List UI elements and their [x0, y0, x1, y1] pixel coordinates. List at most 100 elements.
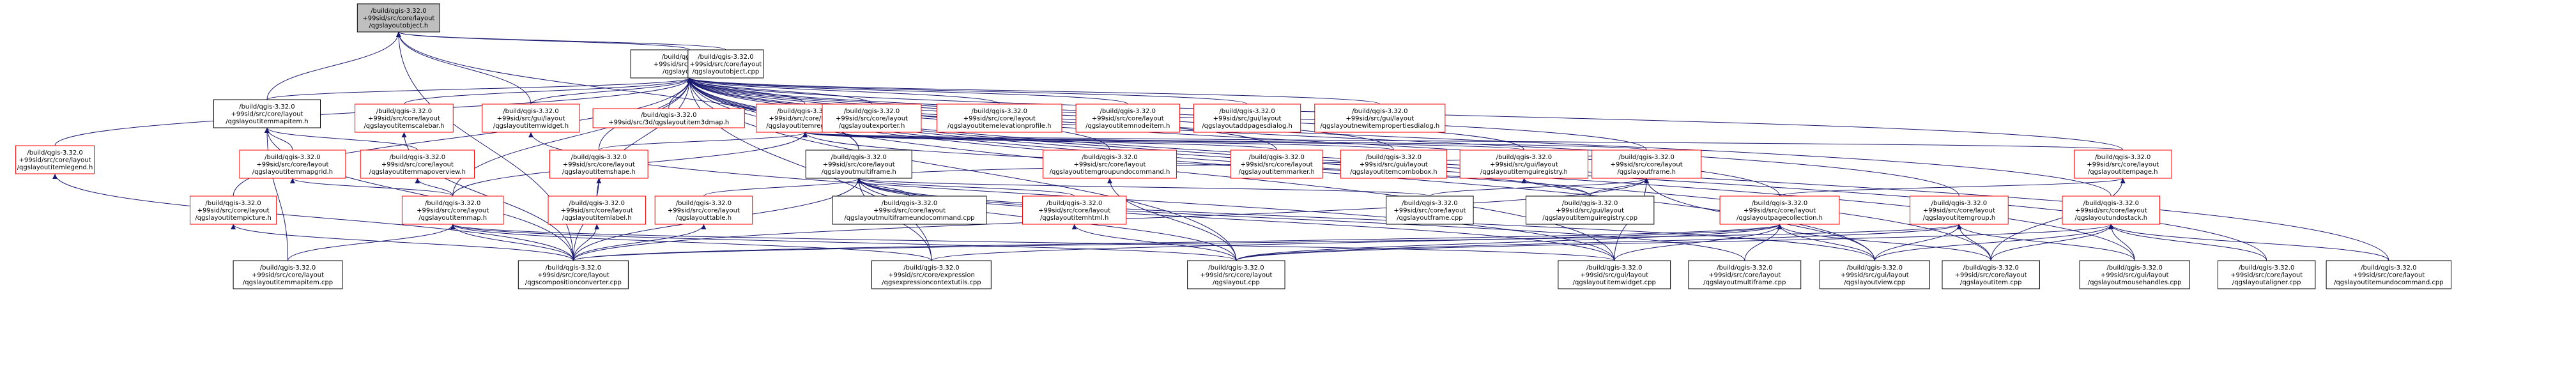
file-node-box — [1459, 149, 1589, 179]
file-node[interactable]: /build/qgis-3.32.0+99sid/src/gui/layout/… — [2079, 260, 2190, 289]
file-node-label-line: /qgslayoutitemmapgrid.h — [252, 169, 333, 176]
file-node[interactable]: /build/qgis-3.32.0+99sid/src/core/layout… — [937, 103, 1062, 133]
file-node-label-line: /build/qgis-3.32.0 — [2106, 264, 2162, 272]
dependency-edge — [1744, 224, 1782, 261]
file-node-label-line: +99sid/src/3d/qgslayoutitem3dmap.h — [608, 119, 729, 126]
file-node-box — [239, 149, 346, 179]
file-node[interactable]: /build/qgis-3.32.0+99sid/src/core/layout… — [213, 99, 321, 128]
file-node[interactable]: /build/qgis-3.32.0+99sid/src/core/layout… — [1022, 195, 1127, 225]
file-node-box — [549, 149, 648, 179]
file-node[interactable]: /build/qgis-3.32.0+99sid/src/core/layout… — [360, 149, 475, 179]
file-node[interactable]: /build/qgis-3.32.0+99sid/src/core/layout… — [189, 195, 277, 225]
dependency-edge — [1874, 224, 1962, 261]
file-node-box — [1591, 149, 1702, 179]
file-node[interactable]: /build/qgis-3.32.0+99sid/src/core/layout… — [2217, 260, 2316, 289]
file-node-label-line: /build/qgis-3.32.0 — [882, 200, 937, 207]
file-node[interactable]: /build/qgis-3.32.0+99sid/src/core/layout… — [355, 103, 454, 133]
file-node-box — [2062, 195, 2160, 225]
file-node[interactable]: /build/qgis-3.32.0+99sid/src/core/layout… — [1591, 149, 1702, 179]
file-node[interactable]: /build/qgis-3.32.0+99sid/src/core/layout… — [1942, 260, 2040, 289]
file-node-label-line: /qgslayoutitemmapitem.cpp — [243, 279, 333, 286]
file-node[interactable]: /build/qgis-3.32.0+99sid/src/gui/layout/… — [1340, 149, 1447, 179]
file-node[interactable]: /build/qgis-3.32.0+99sid/src/core/layout… — [1230, 149, 1323, 179]
file-node[interactable]: /build/qgis-3.32.0+99sid/src/core/layout… — [822, 103, 922, 133]
dependency-edge — [1236, 224, 2113, 261]
file-node[interactable]: /build/qgis-3.32.0+99sid/src/core/layout… — [518, 260, 629, 289]
file-node-box — [518, 260, 629, 289]
file-node-label-line: /qgslayoutframe.h — [1617, 169, 1676, 176]
dependency-edge — [266, 31, 401, 100]
file-node[interactable]: /build/qgis-3.32.0+99sid/src/core/layout… — [687, 49, 764, 79]
file-node-label-line: /build/qgis-3.32.0 — [1082, 154, 1137, 161]
dependency-edge — [450, 224, 932, 261]
dependency-edge — [266, 77, 692, 100]
file-node[interactable]: /build/qgis-3.32.0+99sid/src/core/layout… — [239, 149, 346, 179]
file-node[interactable]: /build/qgis-3.32.0+99sid/src/core/layout… — [1719, 195, 1840, 225]
file-node[interactable]: /build/qgis-3.32.0+99sid/src/gui/layout/… — [1193, 103, 1301, 133]
file-node[interactable]: /build/qgis-3.32.0+99sid/src/core/layout… — [2073, 149, 2172, 179]
file-node[interactable]: /build/qgis-3.32.0+99sid/src/core/layout… — [1075, 103, 1180, 133]
file-node[interactable]: /build/qgis-3.32.0+99sid/src/gui/layout/… — [1459, 149, 1589, 179]
dependency-edge — [687, 77, 1248, 105]
file-node[interactable]: /build/qgis-3.32.0+99sid/src/core/layout… — [1386, 195, 1474, 225]
dependency-edge — [1236, 224, 1962, 261]
file-node-label-line: +99sid/src/core/layout — [769, 116, 841, 123]
dependency-edge — [396, 31, 690, 50]
file-node-label-line: /qgslayouttable.h — [676, 215, 732, 222]
file-node-label-line: /qgslayoutitemhtml.h — [1040, 215, 1108, 222]
dependency-edge — [530, 77, 693, 105]
dependency-edge — [572, 224, 707, 261]
focus-file-node: /build/qgis-3.32.0+99sid/src/core/layout… — [356, 3, 440, 33]
file-node[interactable]: /build/qgis-3.32.0+99sid/src/core/layout… — [654, 195, 753, 225]
file-node-box — [233, 260, 343, 289]
file-node[interactable]: /build/qgis-3.32.0+99sid/src/core/layout… — [401, 195, 504, 225]
file-node[interactable]: /build/qgis-3.32.0+99sid/src/gui/layout/… — [1525, 195, 1655, 225]
file-node-label-line: +99sid/src/core/layout — [1200, 272, 1272, 279]
file-node-label-line: /qgslayoutnewitempropertiesdialog.h — [1320, 123, 1439, 130]
dependency-edge — [231, 224, 574, 261]
file-node[interactable]: /build/qgis-3.32.0+99sid/src/gui/layout/… — [1558, 260, 1671, 289]
file-node-label-line: /qgslayoutaddpagesdialog.h — [1202, 123, 1292, 130]
file-node[interactable]: /build/qgis-3.32.0+99sid/src/gui/layout/… — [482, 103, 580, 133]
file-node-box — [805, 149, 912, 179]
dependency-edge — [1779, 178, 2126, 197]
file-node-box — [1688, 260, 1802, 289]
file-node[interactable]: /build/qgis-3.32.0+99sid/src/core/layout… — [805, 149, 912, 179]
file-node[interactable]: /build/qgis-3.32.0+99sid/src/core/layout… — [2326, 260, 2452, 289]
file-node[interactable]: /build/qgis-3.32.0+99sid/src/gui/layout/… — [1314, 103, 1446, 133]
file-node[interactable]: /build/qgis-3.32.0+99sid/src/core/layout… — [548, 195, 646, 225]
dependency-edge — [1071, 224, 1237, 261]
file-node[interactable]: /build/qgis-3.32.0+99sid/src/core/layout… — [15, 145, 95, 174]
dependency-edge — [802, 132, 1394, 151]
file-node-label-line: +99sid/src/gui/layout — [1346, 116, 1414, 123]
dependency-edge — [931, 224, 1782, 261]
dependency-edge — [1777, 224, 1991, 261]
file-node[interactable]: /build/qgis-3.32.0+99sid/src/core/layout… — [1042, 149, 1177, 179]
file-node-label-line: /build/qgis-3.32.0 — [1963, 264, 2018, 272]
file-node[interactable]: /build/qgis-3.32.0+99sid/src/core/layout… — [1910, 195, 2009, 225]
file-node-label-line: /qgslayoutitemmapoverview.h — [369, 169, 466, 176]
file-node[interactable]: /build/qgis-3.32.0+99sid/src/core/layout… — [832, 195, 987, 225]
file-node[interactable]: /build/qgis-3.32.0+99sid/src/gui/layout/… — [1819, 260, 1930, 289]
file-node-label-line: /qgslayoutitemwidget.h — [493, 123, 569, 130]
file-node[interactable]: /build/qgis-3.32.0+99sid/src/core/layout… — [2062, 195, 2160, 225]
file-node[interactable]: /build/qgis-3.32.0+99sid/src/3d/qgslayou… — [592, 108, 745, 128]
file-node-label-line: /build/qgis-3.32.0 — [425, 200, 480, 207]
file-node[interactable]: /build/qgis-3.32.0+99sid/src/core/layout… — [1187, 260, 1285, 289]
dependency-edge — [450, 224, 1237, 261]
file-node[interactable]: /build/qgis-3.32.0+99sid/src/core/expres… — [871, 260, 992, 289]
dependency-edge — [1990, 178, 2126, 261]
file-node-label-line: +99sid/src/core/layout — [1611, 162, 1683, 169]
file-node-label-line: /build/qgis-3.32.0 — [1402, 200, 1457, 207]
file-node[interactable]: /build/qgis-3.32.0+99sid/src/core/layout… — [233, 260, 343, 289]
dependency-edge — [703, 178, 862, 197]
file-node-label-line: /build/qgis-3.32.0 — [1752, 200, 1807, 207]
file-node-box — [1558, 260, 1671, 289]
file-node[interactable]: /build/qgis-3.32.0+99sid/src/core/layout… — [1688, 260, 1802, 289]
file-node[interactable]: /build/qgis-3.32.0+99sid/src/core/layout… — [549, 149, 648, 179]
file-node-label-line: +99sid/src/core/layout — [197, 208, 270, 215]
file-node-label-line: /qgslayoutitemregistry.h — [766, 123, 844, 130]
node-layer: /build/qgis-3.32.0 +99sid/src/core/layout… — [15, 3, 2452, 289]
file-node-label-line: /build/qgis-3.32.0 — [1496, 154, 1552, 161]
